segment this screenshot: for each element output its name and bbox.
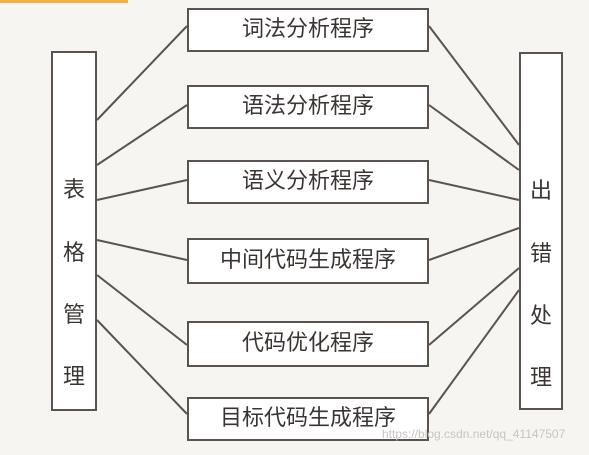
error-handling-box: 出 错 处 理: [519, 52, 563, 410]
connector-left-stage-5: [96, 274, 188, 346]
connector-stage-5-right: [428, 267, 520, 346]
connector-left-stage-3: [96, 179, 188, 201]
error-handling-char-4: 理: [529, 366, 552, 391]
table-management-char-1: 表: [62, 178, 85, 203]
table-management-box: 表 格 管 理: [51, 51, 97, 411]
table-management-char-2: 格: [62, 241, 85, 266]
error-handling-char-1: 出: [529, 179, 552, 204]
connector-left-stage-6: [96, 319, 188, 415]
stage-code-optimization: 代码优化程序: [187, 321, 429, 367]
error-handling-char-3: 处: [529, 304, 552, 329]
error-handling-char-2: 错: [529, 242, 552, 267]
table-management-char-3: 管: [62, 303, 85, 328]
connector-stage-4-right: [428, 227, 520, 261]
connector-left-stage-2: [96, 104, 188, 166]
top-accent-bar: [0, 0, 128, 3]
connector-stage-2-right: [428, 104, 520, 171]
stage-semantic-analysis: 语义分析程序: [187, 160, 429, 204]
watermark: https://blog.csdn.net/qq_41147507: [382, 427, 566, 441]
connector-left-stage-1: [96, 25, 188, 121]
stage-lexical-analysis: 词法分析程序: [187, 8, 429, 52]
connector-stage-1-right: [428, 25, 520, 146]
table-management-char-4: 理: [62, 365, 85, 390]
stage-syntax-analysis: 语法分析程序: [187, 85, 429, 129]
connector-left-stage-4: [96, 239, 188, 261]
connector-stage-3-right: [428, 179, 520, 201]
connector-stage-6-right: [428, 289, 520, 415]
stage-intermediate-code-generation: 中间代码生成程序: [187, 238, 429, 284]
stage-target-code-generation: 目标代码生成程序: [187, 397, 429, 441]
